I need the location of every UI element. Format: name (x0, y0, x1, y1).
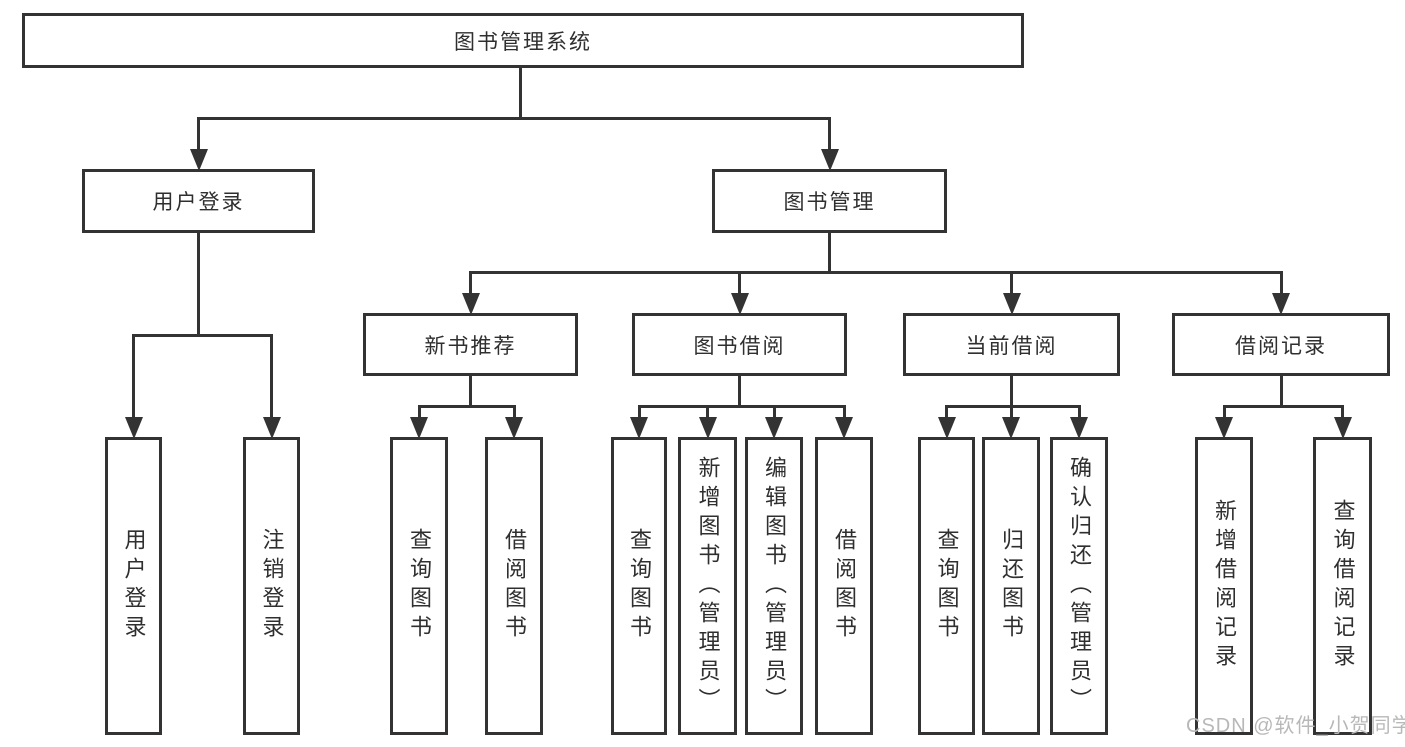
node-label-add-book-admin: 新增图书（管理员） (695, 455, 721, 717)
connector-drop-add-book-admin (706, 406, 709, 419)
arrowhead-down-icon-user-login (189, 149, 208, 171)
connector-stem-root (518, 68, 522, 120)
node-label-borrow-book-leaf: 借阅图书 (832, 528, 857, 644)
node-user-login: 用户登录 (82, 169, 315, 233)
node-borrow-records: 借阅记录 (1172, 313, 1390, 376)
connector-drop-book-mgmt (828, 118, 831, 151)
connector-drop-user-login (197, 118, 200, 151)
connector-drop-logout-leaf (270, 335, 273, 419)
connector-branch-root (197, 116, 831, 120)
connector-branch-user-login (132, 333, 273, 337)
connector-branch-book-borrow (637, 404, 846, 408)
node-label-return-book: 归还图书 (999, 528, 1024, 644)
connector-stem-book-borrow (738, 376, 741, 408)
node-return-book: 归还图书 (982, 437, 1040, 735)
connector-branch-borrow-records (1222, 404, 1344, 408)
connector-stem-book-mgmt (828, 233, 831, 274)
connector-drop-new-book-rec (469, 272, 472, 295)
arrowhead-down-icon-borrow-book-leaf (835, 417, 853, 439)
connector-drop-book-borrow (738, 272, 741, 295)
connector-drop-query-books-borrow (637, 406, 641, 419)
connector-branch-new-book-rec (417, 404, 516, 408)
node-label-add-borrow-record: 新增借阅记录 (1212, 499, 1237, 673)
connector-drop-confirm-return-admin (1077, 406, 1081, 419)
arrowhead-down-icon-logout-leaf (262, 417, 281, 439)
connector-drop-borrow-book-leaf (842, 406, 846, 419)
node-user-login-leaf: 用户登录 (105, 437, 162, 735)
node-label-confirm-return-admin: 确认归还（管理员） (1067, 455, 1092, 717)
arrowhead-down-icon-borrow-records (1272, 293, 1290, 315)
node-current-borrow: 当前借阅 (903, 313, 1120, 376)
connector-drop-borrow-book-rec (512, 406, 516, 419)
arrowhead-down-icon-query-books-borrow (630, 417, 648, 439)
arrowhead-down-icon-current-borrow (1002, 293, 1021, 315)
node-root: 图书管理系统 (22, 13, 1024, 68)
node-query-books-borrow: 查询图书 (611, 437, 667, 735)
node-label-book-mgmt: 图书管理 (783, 191, 876, 214)
connector-stem-new-book-rec (469, 376, 472, 408)
arrowhead-down-icon-new-book-rec (461, 293, 480, 315)
connector-drop-edit-book-admin (772, 406, 776, 419)
connector-stem-user-login (197, 233, 200, 337)
node-new-book-rec: 新书推荐 (363, 313, 578, 376)
connector-drop-add-borrow-record (1222, 406, 1226, 419)
csdn-watermark: CSDN @软件_小贺同学 (1186, 715, 1405, 737)
node-label-borrow-book-rec: 借阅图书 (502, 528, 527, 644)
connector-stem-borrow-records (1279, 376, 1283, 408)
arrowhead-down-icon-book-mgmt (820, 149, 839, 171)
arrowhead-down-icon-confirm-return-admin (1070, 417, 1088, 439)
node-label-current-borrow: 当前借阅 (965, 334, 1058, 358)
node-label-new-book-rec: 新书推荐 (424, 334, 517, 358)
node-confirm-return-admin: 确认归还（管理员） (1050, 437, 1108, 735)
connector-branch-current-borrow (945, 404, 1081, 408)
connector-drop-borrow-records (1279, 272, 1283, 295)
connector-drop-user-login-leaf (132, 335, 135, 419)
connector-branch-book-mgmt (469, 270, 1283, 274)
node-label-query-books-rec: 查询图书 (407, 528, 432, 644)
node-add-book-admin: 新增图书（管理员） (678, 437, 737, 735)
node-book-mgmt: 图书管理 (712, 169, 947, 233)
connector-drop-current-borrow (1010, 272, 1013, 295)
node-query-books-rec: 查询图书 (390, 437, 448, 735)
node-label-query-books-current: 查询图书 (934, 528, 960, 644)
node-label-user-login-leaf: 用户登录 (121, 528, 147, 644)
node-label-borrow-records: 借阅记录 (1235, 334, 1327, 358)
node-label-query-books-borrow: 查询图书 (627, 528, 652, 644)
node-query-borrow-record: 查询借阅记录 (1313, 437, 1372, 735)
arrowhead-down-icon-query-books-current (937, 417, 956, 439)
node-label-logout-leaf: 注销登录 (259, 528, 285, 644)
arrowhead-down-icon-return-book (1002, 417, 1020, 439)
arrowhead-down-icon-user-login-leaf (124, 417, 143, 439)
node-label-root: 图书管理系统 (454, 30, 592, 54)
arrowhead-down-icon-edit-book-admin (765, 417, 783, 439)
node-label-query-borrow-record: 查询借阅记录 (1330, 499, 1356, 673)
node-borrow-book-rec: 借阅图书 (485, 437, 543, 735)
node-edit-book-admin: 编辑图书（管理员） (745, 437, 803, 735)
node-borrow-book-leaf: 借阅图书 (815, 437, 873, 735)
node-book-borrow: 图书借阅 (632, 313, 847, 376)
node-logout-leaf: 注销登录 (243, 437, 300, 735)
arrowhead-down-icon-add-book-admin (698, 417, 717, 439)
node-label-edit-book-admin: 编辑图书（管理员） (762, 455, 787, 717)
node-query-books-current: 查询图书 (918, 437, 975, 735)
arrowhead-down-icon-query-books-rec (410, 417, 428, 439)
node-label-book-borrow: 图书借阅 (693, 334, 786, 358)
arrowhead-down-icon-add-borrow-record (1215, 417, 1233, 439)
connector-drop-query-books-current (945, 406, 948, 419)
arrowhead-down-icon-book-borrow (730, 293, 749, 315)
node-add-borrow-record: 新增借阅记录 (1195, 437, 1253, 735)
arrowhead-down-icon-query-borrow-record (1333, 417, 1352, 439)
connector-drop-query-books-rec (417, 406, 421, 419)
node-label-user-login: 用户登录 (152, 191, 245, 214)
connector-drop-query-borrow-record (1341, 406, 1344, 419)
arrowhead-down-icon-borrow-book-rec (505, 417, 523, 439)
connector-stem-current-borrow (1010, 376, 1013, 408)
connector-drop-return-book (1009, 406, 1013, 419)
